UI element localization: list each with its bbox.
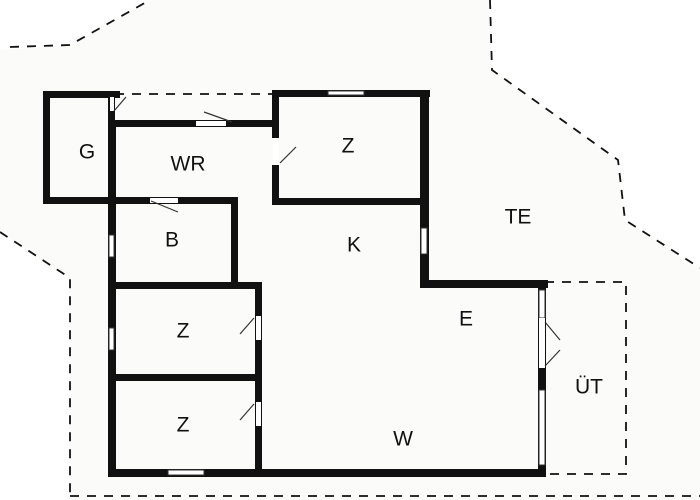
property-boundary-left xyxy=(0,231,71,495)
property-boundary-right xyxy=(489,0,700,269)
property-boundary-top xyxy=(9,0,151,48)
room-label-z-top: Z xyxy=(342,135,355,158)
room-label-w: W xyxy=(393,428,413,451)
room-label-k: K xyxy=(347,234,361,257)
room-label-b: B xyxy=(165,229,179,252)
doors xyxy=(110,96,561,426)
room-label-z-mid: Z xyxy=(177,320,190,343)
ut-outline xyxy=(545,281,627,475)
room-label-g: G xyxy=(79,141,95,164)
room-label-wr: WR xyxy=(171,153,206,176)
room-label-ut: ÜT xyxy=(575,376,603,399)
room-label-z-bottom: Z xyxy=(177,414,190,437)
windows xyxy=(108,90,546,476)
room-label-e: E xyxy=(459,308,473,331)
room-label-te: TE xyxy=(505,206,532,229)
